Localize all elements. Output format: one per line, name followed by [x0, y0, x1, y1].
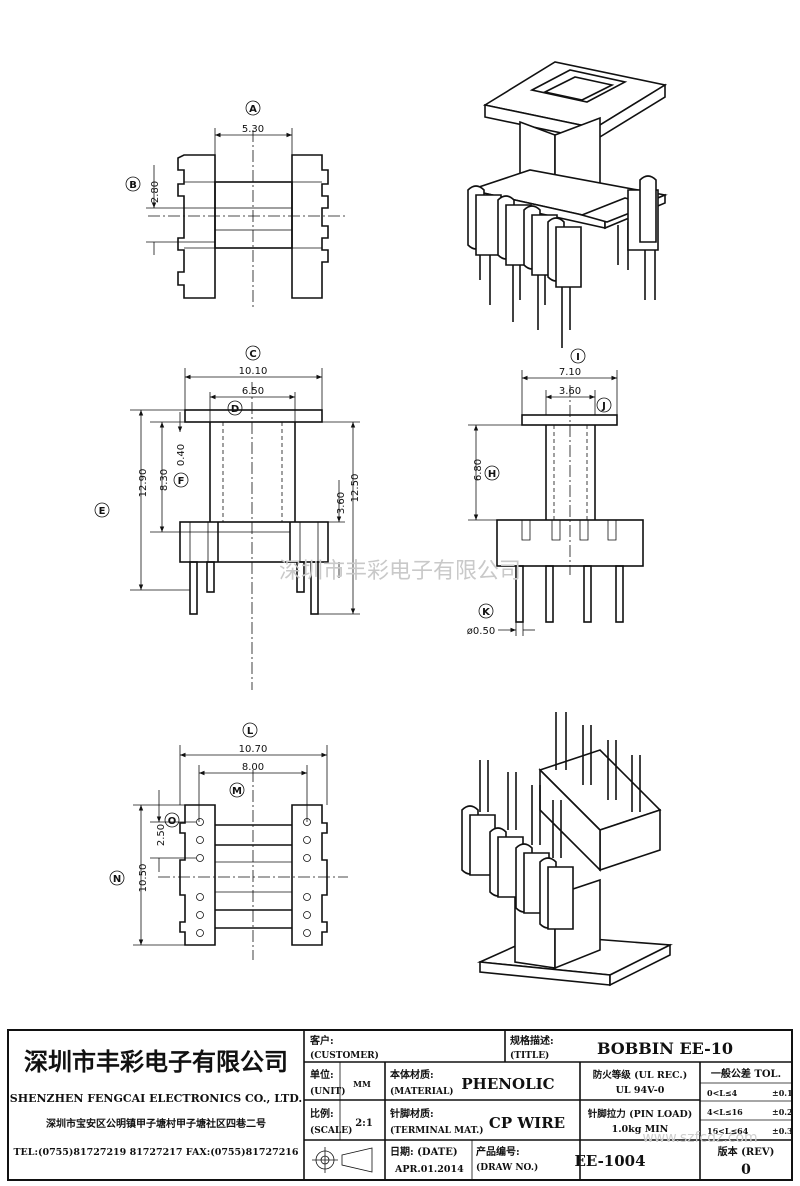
front-view: 10.10 C 6.50 D 12.90 E 8.30 F 0.40 12.50: [94, 345, 361, 690]
dim-b: 2.80: [150, 181, 161, 203]
isometric-view-bottom: [461, 712, 673, 987]
dim-h: 6.80: [473, 459, 484, 481]
unit-value: MM: [353, 1079, 371, 1089]
projection-symbol-icon: [312, 1147, 373, 1173]
letter-e: E: [99, 506, 106, 517]
isometric-view-top: [467, 61, 668, 348]
dim-n: 10.50: [138, 864, 149, 893]
letter-d: D: [231, 404, 239, 415]
tolerance-value-1: ±0.1: [772, 1088, 793, 1098]
company-address: 深圳市宝安区公明镇甲子塘村甲子塘社区四巷二号: [46, 1117, 266, 1130]
tolerance-header: 一般公差 TOL.: [711, 1067, 781, 1080]
terminal-label: 针脚材质:: [390, 1107, 434, 1120]
tolerance-range-3: 16<L≤64: [707, 1126, 749, 1136]
flame-value: UL 94V-0: [616, 1085, 665, 1096]
tolerance-value-3: ±0.3: [772, 1126, 793, 1136]
letter-i: I: [576, 352, 580, 363]
date-value: APR.01.2014: [394, 1164, 464, 1175]
dim-1250: 12.50: [350, 474, 361, 503]
title-label-en: (TITLE): [510, 1050, 549, 1061]
material-label-en: (MATERIAL): [390, 1086, 454, 1097]
letter-l: L: [247, 726, 254, 737]
dim-j: 3.60: [559, 386, 581, 397]
dim-i: 7.10: [559, 367, 581, 378]
pinload-label: 针脚拉力 (PIN LOAD): [588, 1108, 692, 1120]
letter-f: F: [178, 476, 185, 487]
dim-a: 5.30: [242, 124, 264, 135]
letter-k: K: [482, 607, 491, 618]
drawno-label: 产品编号:: [476, 1145, 520, 1158]
flame-label: 防火等级 (UL REC.): [593, 1069, 687, 1081]
side-view: 7.10 I 3.60 J 6.80 H ø0.50 K: [467, 348, 644, 637]
dim-e: 12.90: [138, 469, 149, 498]
rev-label: 版本 (REV): [718, 1145, 775, 1158]
dim-c: 10.10: [239, 366, 268, 377]
letter-o: O: [168, 816, 177, 827]
title-block: 深圳市丰彩电子有限公司 SHENZHEN FENGCAI ELECTRONICS…: [7, 1029, 793, 1181]
scale-value: 2:1: [355, 1118, 373, 1129]
scale-label-en: (SCALE): [310, 1125, 352, 1136]
letter-a: A: [249, 104, 257, 115]
company-contact: TEL:(0755)81727219 81727217 FAX:(0755)81…: [13, 1147, 298, 1158]
tolerance-value-2: ±0.2: [772, 1107, 793, 1117]
letter-h: H: [488, 469, 496, 480]
company-name-cn: 深圳市丰彩电子有限公司: [24, 1047, 288, 1076]
dim-f: 8.30: [159, 469, 170, 491]
dim-k: ø0.50: [467, 626, 495, 637]
watermark: 深圳市丰彩电子有限公司: [279, 559, 521, 584]
unit-label-en: (UNIT): [310, 1086, 346, 1097]
letter-n: N: [113, 874, 121, 885]
pinload-value: 1.0kg MIN: [612, 1124, 669, 1135]
letter-b: B: [129, 180, 137, 191]
title-label: 规格描述:: [510, 1034, 554, 1047]
tolerance-range-2: 4<L≤16: [707, 1107, 743, 1117]
dim-360: 3.60: [336, 492, 347, 514]
drawno-label-en: (DRAW NO.): [476, 1162, 538, 1173]
date-label: 日期: (DATE): [390, 1145, 458, 1158]
title-value: BOBBIN EE-10: [597, 1039, 733, 1058]
dim-m: 8.00: [242, 762, 264, 773]
watermark-url: www.szfcdz.com: [642, 1130, 757, 1146]
terminal-value: CP WIRE: [489, 1114, 565, 1132]
scale-label: 比例:: [310, 1107, 334, 1120]
bottom-view: 10.70 L 8.00 M 10.50 N 2.50 O: [109, 722, 348, 960]
dim-040: 0.40: [176, 444, 187, 466]
company-name-en: SHENZHEN FENGCAI ELECTRONICS CO., LTD.: [10, 1092, 302, 1105]
letter-m: M: [232, 786, 242, 797]
material-value: PHENOLIC: [461, 1075, 554, 1093]
letter-c: C: [249, 349, 256, 360]
material-label: 本体材质:: [390, 1068, 434, 1081]
dim-l: 10.70: [239, 744, 268, 755]
terminal-label-en: (TERMINAL MAT.): [390, 1125, 484, 1136]
top-view: 5.30 A 2.80 B: [125, 100, 345, 310]
dim-inner: 6.50: [242, 386, 264, 397]
customer-label-en: (CUSTOMER): [310, 1050, 379, 1061]
letter-j: J: [601, 401, 606, 412]
dim-o: 2.50: [156, 824, 167, 846]
unit-label: 单位:: [310, 1068, 334, 1081]
drawno-value: EE-1004: [574, 1152, 645, 1170]
tolerance-range-1: 0<L≤4: [707, 1088, 738, 1098]
customer-label: 客户:: [309, 1034, 334, 1047]
rev-value: 0: [741, 1162, 751, 1178]
